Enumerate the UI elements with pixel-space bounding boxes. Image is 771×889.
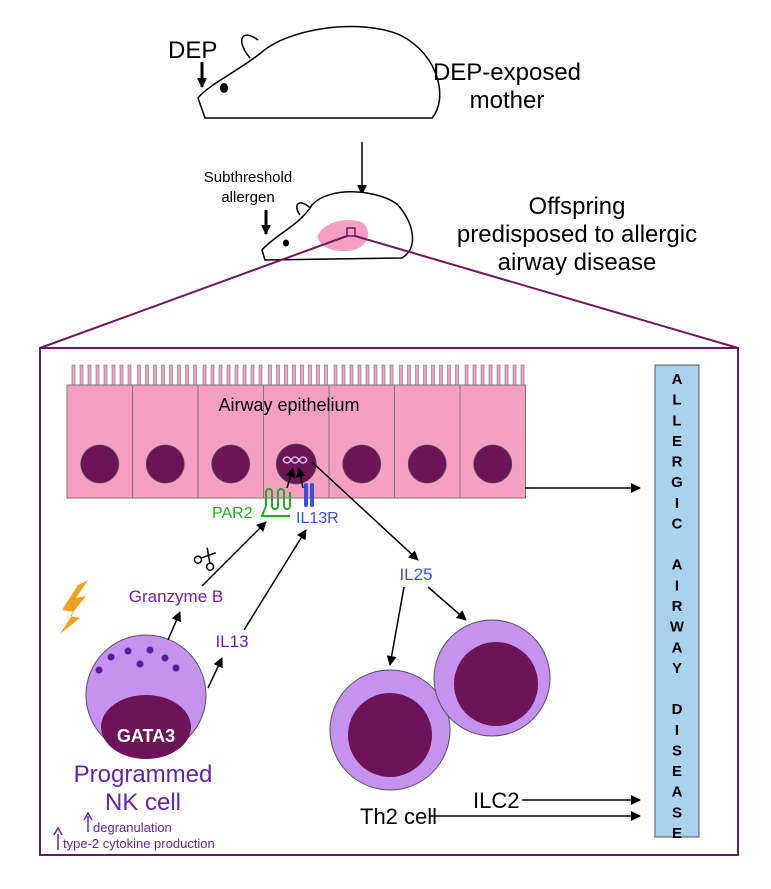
il13-to-il13r-arrow — [243, 529, 307, 631]
th2-label: Th2 cell — [360, 804, 437, 829]
il25-to-ilc2-arrow — [427, 586, 467, 621]
mother-mouse — [197, 25, 441, 119]
dep-label: DEP — [168, 37, 217, 64]
epithelial-cell — [66, 364, 133, 499]
gata3-label: GATA3 — [117, 726, 175, 746]
il13r-receptor — [304, 483, 314, 507]
il13-label: IL13 — [215, 632, 248, 651]
nk-label-line1: Programmed — [74, 761, 213, 788]
scissors-icon — [193, 547, 217, 571]
airway-epithelium — [66, 364, 526, 499]
disease-letter: A — [672, 639, 683, 656]
cytokine-label: type-2 cytokine production — [63, 836, 215, 851]
epithelial-cell — [197, 364, 264, 499]
il13r-label: IL13R — [296, 510, 339, 527]
mother-label-line2: mother — [470, 87, 545, 114]
ilc2-cell — [433, 619, 551, 737]
offspring-mouse — [261, 191, 414, 261]
ilc2-label: ILC2 — [473, 788, 519, 813]
up-arrow-icon — [53, 826, 63, 850]
up-arrow-icon — [83, 811, 93, 832]
disease-letter: I — [675, 577, 679, 594]
epithelial-cell — [459, 364, 526, 499]
disease-letter: S — [672, 804, 682, 821]
disease-letter: S — [672, 742, 682, 759]
disease-letter: W — [670, 619, 685, 636]
disease-letter: E — [672, 763, 682, 780]
offspring-label-line1: Offspring — [529, 193, 626, 220]
disease-letter: A — [672, 371, 683, 388]
signal-arrow-par2 — [285, 467, 296, 489]
disease-letter: L — [672, 392, 681, 409]
disease-letter: A — [672, 557, 683, 574]
disease-letter: D — [672, 701, 683, 718]
nk-cell — [85, 634, 207, 759]
allergic-airway-disease-bar — [654, 364, 700, 838]
disease-letter: Y — [672, 660, 682, 677]
disease-letter: R — [672, 598, 683, 615]
granzyme-to-par2-arrow — [201, 521, 267, 587]
il25-to-th2-arrow — [386, 586, 405, 666]
degranulation-label: degranulation — [93, 820, 172, 835]
disease-letter: E — [672, 825, 682, 842]
mother-label-line1: DEP-exposed — [433, 59, 581, 86]
disease-letter: L — [672, 412, 681, 429]
offspring-label-line2: predisposed to allergic — [457, 221, 697, 248]
subthreshold-label-line2: allergen — [221, 189, 274, 206]
disease-letter: G — [671, 474, 683, 491]
subthreshold-label-line1: Subthreshold — [204, 169, 292, 186]
granzyme-b-label: Granzyme B — [129, 587, 223, 606]
epithelial-cell — [263, 364, 330, 499]
epithelial-cell — [132, 364, 199, 499]
zoom-line-right — [354, 235, 739, 349]
il25-label: IL25 — [399, 565, 432, 584]
granule-dots — [95, 646, 180, 674]
zoom-line-left — [39, 235, 348, 349]
disease-letter: I — [675, 722, 679, 739]
epithelial-cell — [394, 364, 461, 499]
offspring-label-line3: airway disease — [498, 249, 657, 276]
disease-letter: A — [672, 784, 683, 801]
disease-letter: E — [672, 433, 682, 450]
epithelial-cell — [328, 364, 395, 499]
disease-letter: R — [672, 454, 683, 471]
signal-arrow-il13r — [295, 467, 306, 489]
nk-to-il13-arrow — [207, 657, 223, 689]
nk-label-line2: NK cell — [105, 789, 181, 816]
par2-receptor — [260, 488, 291, 517]
nucleus-to-il25-arrow — [311, 461, 419, 561]
par2-label: PAR2 — [212, 505, 253, 522]
dna-icon — [282, 456, 308, 464]
lightning-icon — [60, 580, 88, 634]
th2-cell — [329, 669, 451, 791]
disease-letter: C — [672, 515, 683, 532]
nk-to-granzyme-arrow — [167, 611, 182, 641]
disease-letter: I — [675, 495, 679, 512]
airway-epithelium-label: Airway epithelium — [218, 395, 359, 415]
zoom-frame — [39, 347, 739, 856]
